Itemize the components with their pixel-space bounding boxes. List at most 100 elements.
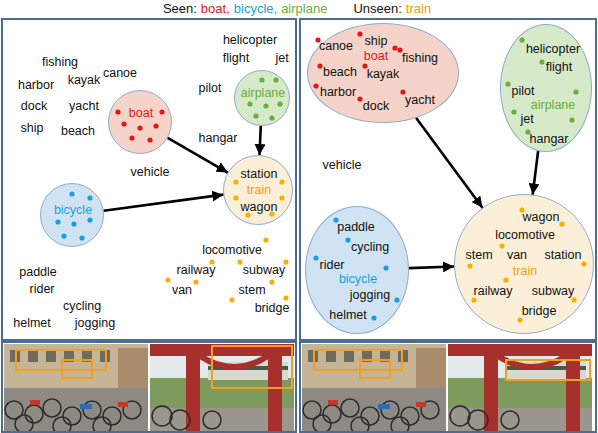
word-label: helmet — [13, 316, 51, 330]
related-word: canoe — [319, 39, 353, 53]
class-name: bicycle — [54, 203, 92, 217]
related-word: helmet — [329, 308, 367, 322]
related-word: kayak — [367, 67, 400, 81]
word-label: railway — [177, 263, 216, 277]
photo-illustration — [152, 406, 172, 426]
photo-illustration — [186, 344, 200, 431]
word-label: flight — [223, 51, 249, 65]
word-label: jogging — [75, 316, 115, 330]
related-word: railway — [474, 284, 513, 298]
photo-illustration — [28, 350, 38, 362]
concept-cluster: helicopterflightpilotairplanejethangar — [500, 24, 592, 152]
photo-illustration — [25, 405, 43, 423]
related-word: cycling — [351, 240, 389, 254]
related-word: helicopter — [526, 42, 580, 56]
detection-box — [360, 360, 390, 378]
word-label: fishing — [42, 55, 78, 69]
word-label: bridge — [255, 301, 290, 315]
photo-illustration — [43, 399, 61, 417]
photo-illustration — [200, 356, 268, 367]
train-dot — [269, 279, 274, 284]
photo-illustration — [46, 350, 56, 362]
photo-illustration — [83, 401, 101, 419]
word-label: subway — [243, 263, 285, 277]
class-name: bicycle — [339, 272, 377, 286]
concept-cluster: airplane — [234, 70, 290, 126]
header-line: Seen:boat,bicycle,airplaneUnseen:train — [0, 0, 598, 17]
related-word: station — [545, 248, 582, 262]
header-word: train — [406, 1, 431, 16]
related-word: locomotive — [495, 228, 555, 242]
related-word: fishing — [402, 51, 438, 65]
related-word: yacht — [405, 93, 435, 107]
photo-illustration — [118, 348, 148, 388]
photo-illustration — [103, 407, 121, 425]
concept-cluster: bicycle — [40, 183, 104, 247]
concept-cluster: stationtrainwagon — [223, 155, 293, 225]
photo-illustration — [30, 400, 40, 405]
word-label: harbor — [18, 78, 54, 92]
relation-arrow — [416, 118, 482, 208]
word-label: yacht — [69, 99, 99, 113]
photo-illustration — [150, 344, 294, 431]
class-name: boat — [364, 49, 388, 63]
word-label: paddle — [19, 265, 57, 279]
train-dot — [229, 297, 234, 302]
related-word: stem — [465, 248, 492, 262]
train-dot — [165, 277, 170, 282]
word-label: vehicle — [131, 165, 170, 179]
photo-illustration — [203, 411, 221, 429]
concept-cluster: canoe shipboat fishing beach kayak harbor dock… — [307, 23, 459, 123]
word-label: locomotive — [202, 243, 262, 257]
photo-illustration — [4, 344, 148, 388]
word-label: vehicle — [323, 158, 362, 172]
train-dot — [283, 295, 288, 300]
class-name: train — [247, 183, 271, 197]
detection-box — [506, 360, 590, 380]
word-label: ship — [21, 121, 44, 135]
concept-cluster: wagonlocomotivestemvanstationtrainsubway… — [454, 194, 594, 334]
photo-illustration — [80, 404, 92, 409]
related-word: harbor — [320, 85, 356, 99]
class-name: airplane — [241, 86, 285, 100]
header-word: bicycle, — [234, 1, 277, 16]
train-dot — [263, 237, 268, 242]
word-label: beach — [61, 124, 95, 138]
header-word: Unseen: — [353, 1, 401, 16]
word-label: kayak — [68, 73, 101, 87]
detection-box — [212, 346, 292, 388]
related-word: ship — [365, 34, 388, 48]
concept-cluster: boat — [108, 90, 172, 154]
class-name: airplane — [531, 98, 575, 112]
relation-arrow — [260, 126, 261, 155]
related-word: wagon — [241, 200, 278, 214]
train-dot — [193, 279, 198, 284]
photo-illustration — [4, 344, 294, 433]
related-word: dock — [363, 99, 389, 113]
word-label: helicopter — [223, 33, 277, 47]
related-word: flight — [546, 60, 572, 74]
word-label: pilot — [199, 81, 222, 95]
word-label: cycling — [63, 299, 101, 313]
word-label: dock — [21, 99, 47, 113]
panel-frames — [300, 19, 596, 340]
photo-illustration — [170, 410, 190, 430]
panel-frames — [2, 19, 296, 340]
related-word: van — [507, 248, 527, 262]
related-word: subway — [532, 284, 574, 298]
photo-illustration — [4, 344, 148, 431]
photo-illustration — [53, 417, 71, 433]
related-word: bridge — [522, 304, 557, 318]
detection-box — [16, 346, 590, 388]
header-word: boat, — [201, 1, 230, 16]
relation-arrow — [104, 195, 224, 211]
word-label: canoe — [103, 66, 137, 80]
detection-box — [62, 360, 92, 378]
header-word: airplane — [281, 1, 327, 16]
related-word: beach — [323, 65, 357, 79]
photo-illustration — [63, 407, 81, 425]
related-word: jet — [520, 112, 533, 126]
word-label: stem — [238, 283, 265, 297]
photo-illustration — [5, 399, 141, 433]
